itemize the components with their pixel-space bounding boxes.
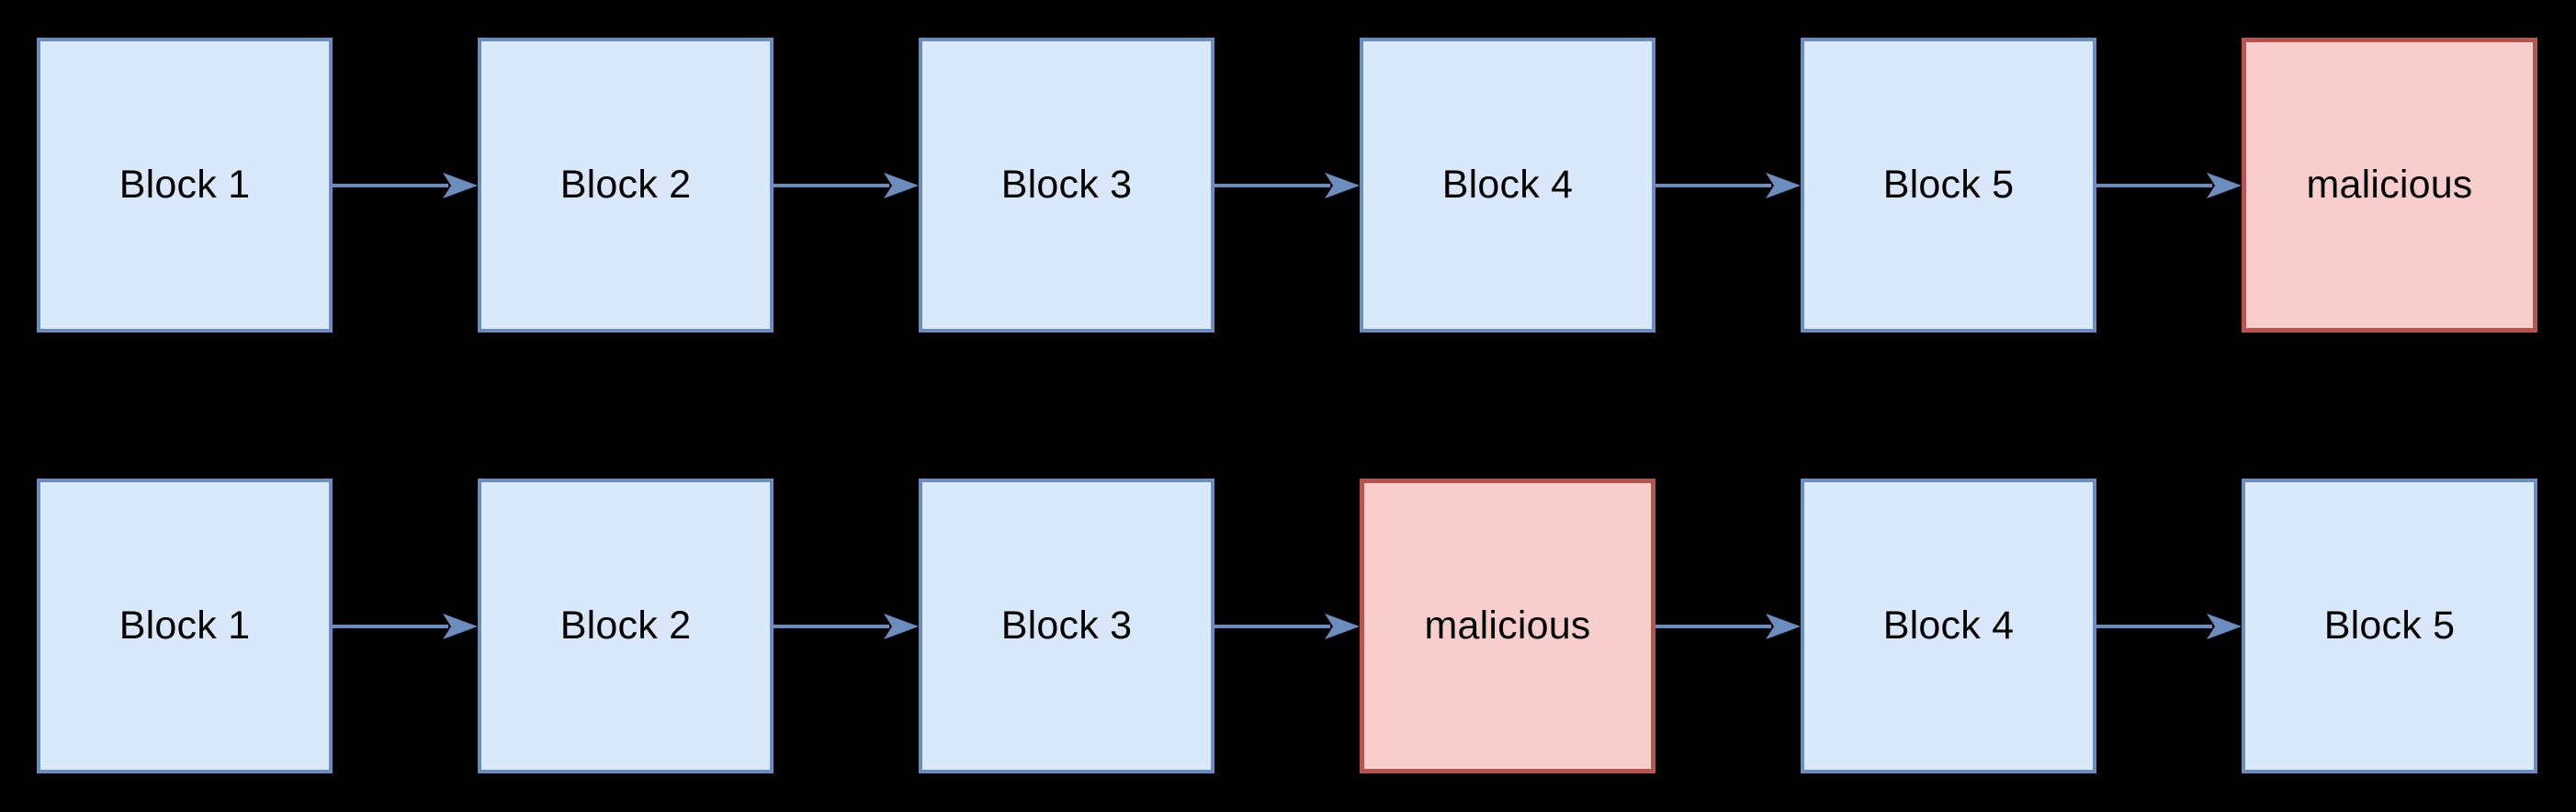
arrow-icon: [333, 614, 478, 639]
arrow-icon: [2096, 614, 2242, 639]
block-label: Block 2: [559, 603, 692, 648]
arrow-icon: [1215, 614, 1360, 639]
block-label: Block 5: [1882, 163, 2015, 207]
block-node[interactable]: Block 2: [478, 38, 774, 333]
arrow-icon: [333, 173, 478, 198]
block-node[interactable]: Block 5: [2242, 479, 2537, 773]
block-label: Block 1: [119, 163, 251, 207]
block-label: malicious: [2306, 163, 2473, 207]
block-node[interactable]: Block 4: [1360, 38, 1655, 333]
arrow-icon: [774, 173, 919, 198]
block-node[interactable]: Block 1: [37, 479, 333, 773]
block-label: Block 4: [1441, 163, 1574, 207]
block-node-malicious[interactable]: malicious: [2242, 38, 2537, 333]
block-node[interactable]: Block 3: [919, 38, 1215, 333]
chain-row-top: Block 1 Block 2 Block 3 Block 4 Block 5 malic…: [0, 38, 2576, 333]
block-label: Block 4: [1882, 603, 2015, 648]
block-node[interactable]: Block 4: [1801, 479, 2096, 773]
chain-row-bottom: Block 1 Block 2 Block 3 malicious Block 4 Blo…: [0, 479, 2576, 773]
block-node[interactable]: Block 1: [37, 38, 333, 333]
arrow-icon: [1215, 173, 1360, 198]
block-label: Block 3: [1000, 603, 1133, 648]
arrow-icon: [2096, 173, 2242, 198]
arrow-icon: [1655, 173, 1801, 198]
block-label: Block 2: [559, 163, 692, 207]
block-label: Block 1: [119, 603, 251, 648]
arrow-icon: [774, 614, 919, 639]
block-node[interactable]: Block 3: [919, 479, 1215, 773]
arrow-icon: [1655, 614, 1801, 639]
block-label: Block 3: [1000, 163, 1133, 207]
block-node-malicious[interactable]: malicious: [1360, 479, 1655, 773]
block-node[interactable]: Block 5: [1801, 38, 2096, 333]
block-label: Block 5: [2323, 603, 2456, 648]
block-node[interactable]: Block 2: [478, 479, 774, 773]
block-label: malicious: [1424, 603, 1591, 648]
